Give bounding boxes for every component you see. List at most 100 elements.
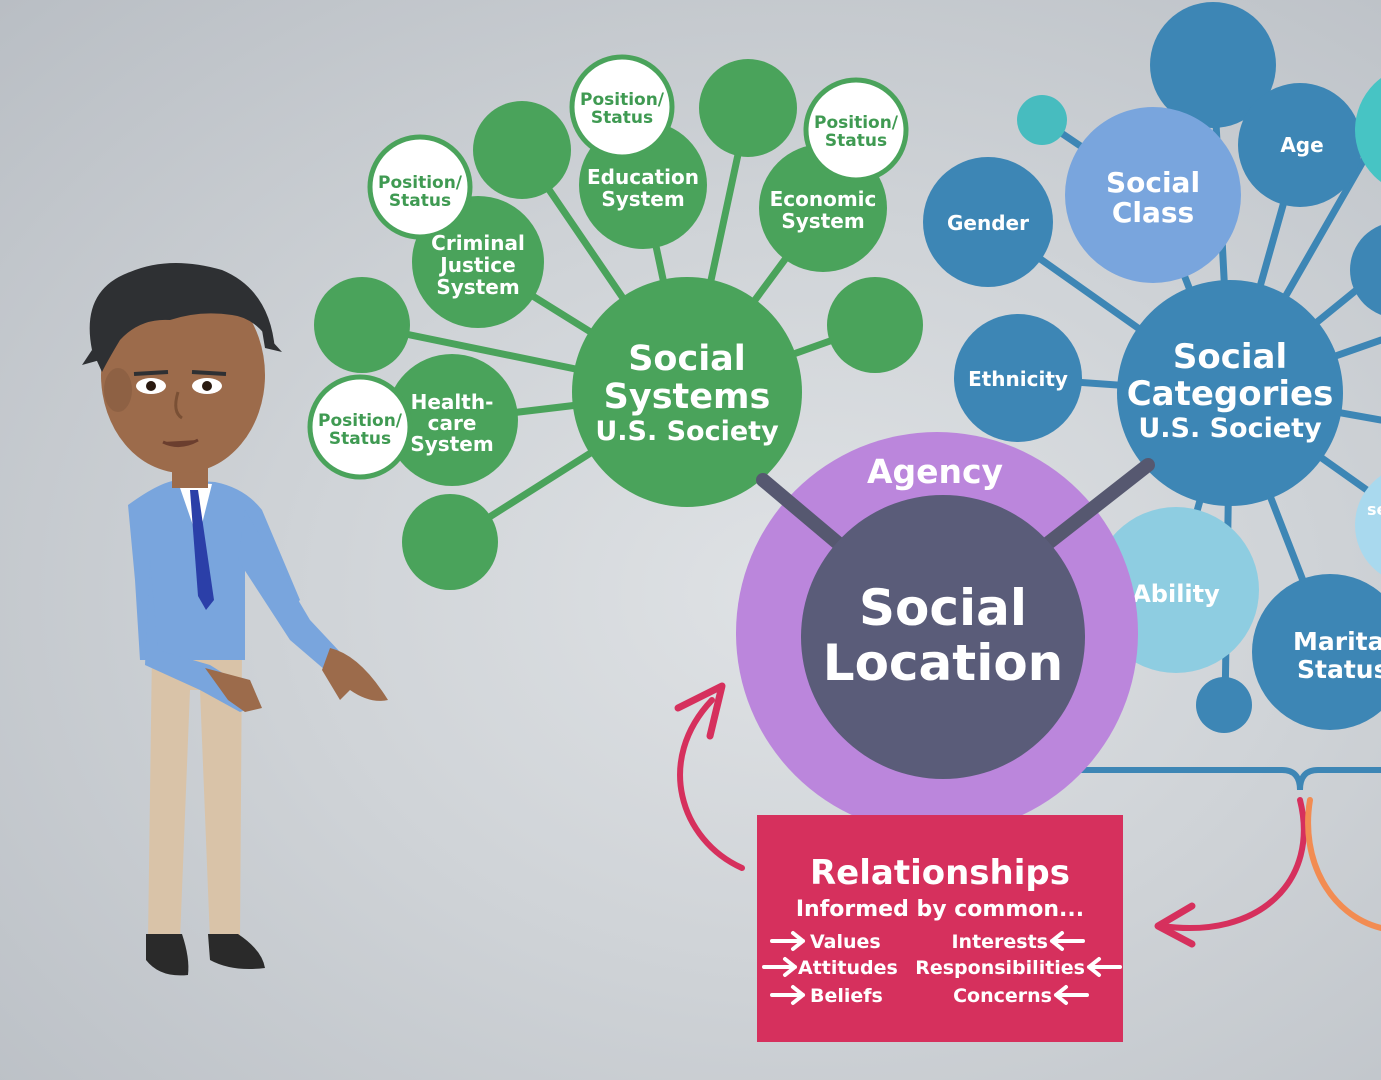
- social-categories-title-1: Social: [1173, 337, 1287, 377]
- jacket: [128, 479, 300, 660]
- social-systems-title-3: U.S. Society: [595, 416, 779, 447]
- green-node-empty-3: [827, 277, 923, 373]
- social-categories-title-3: U.S. Society: [1138, 413, 1322, 444]
- marital-status-label-1: Marita: [1293, 627, 1381, 656]
- social-location-title-2: Location: [823, 634, 1064, 692]
- age-node: [1238, 83, 1362, 207]
- open-hand-icon: [322, 648, 388, 701]
- belief-item: Beliefs: [810, 985, 883, 1007]
- gender-node: [923, 157, 1053, 287]
- ear: [104, 368, 132, 412]
- social-categories-cluster: Age Gender Social Class Ethnicity Social…: [923, 2, 1381, 791]
- trousers: [148, 650, 242, 940]
- left-curved-arrow: [677, 697, 745, 871]
- left-arrowhead-icon: [674, 682, 726, 740]
- left-eyebrow: [133, 370, 169, 376]
- social-categories-hub: [1117, 280, 1343, 506]
- small-teal-node: [1017, 95, 1067, 145]
- position-status-node-2: [569, 54, 675, 160]
- partial-node-label: se: [1367, 500, 1381, 519]
- social-class-label-2: Class: [1112, 196, 1194, 229]
- economic-label-2: System: [781, 209, 864, 233]
- feedback-arrows: [674, 682, 1381, 948]
- position-status-node-4: [307, 374, 413, 480]
- health-care-label-3: System: [410, 432, 493, 456]
- teal-node: [1355, 78, 1381, 182]
- left-pupil: [146, 381, 156, 391]
- position-status-node-3: [803, 77, 909, 183]
- right-curved-arrow: [1159, 797, 1307, 931]
- arrow-right-icon: [762, 957, 797, 977]
- green-node-empty-4: [314, 277, 410, 373]
- green-node-empty-1: [473, 101, 571, 199]
- categories-connector: [1035, 458, 1155, 555]
- right-eyebrow: [191, 370, 227, 376]
- mouth: [162, 438, 199, 447]
- top-category-node: [1150, 2, 1276, 128]
- right-edge-node: [1350, 225, 1381, 315]
- social-categories-title-2: Categories: [1127, 374, 1334, 414]
- social-systems-title-1: Social: [628, 339, 746, 379]
- value-item: Values: [810, 931, 881, 953]
- position-label-2b: Status: [591, 108, 653, 128]
- green-node-empty-5: [402, 494, 498, 590]
- criminal-justice-label-2: Justice: [438, 253, 515, 277]
- position-label-1b: Status: [389, 191, 451, 211]
- narrator-character: [82, 262, 388, 976]
- hair: [89, 262, 275, 372]
- agency-label: Agency: [867, 452, 1003, 491]
- position-label-4a: Position/: [318, 411, 403, 431]
- concern-item: Concerns: [953, 985, 1052, 1007]
- hair-tuft-right: [262, 330, 282, 352]
- extended-arm: [238, 510, 340, 670]
- health-care-label-2: care: [428, 411, 477, 435]
- education-label-2: System: [601, 187, 684, 211]
- social-systems-title-2: Systems: [604, 377, 771, 417]
- health-care-node: [386, 354, 518, 486]
- social-systems-hub: [572, 277, 802, 507]
- partial-light-node: [1355, 475, 1381, 575]
- left-shoe-icon: [146, 934, 189, 976]
- position-label-3a: Position/: [814, 113, 899, 133]
- face: [101, 277, 265, 473]
- lower-arm: [145, 560, 260, 712]
- arrow-right-icon: [770, 931, 805, 951]
- right-arrowhead-icon: [1154, 902, 1196, 948]
- social-location-group: Agency Social Location: [736, 432, 1155, 834]
- arrow-right-icon: [770, 985, 805, 1005]
- social-location-title-1: Social: [859, 579, 1027, 637]
- education-label-1: Education: [587, 165, 699, 189]
- position-label-4b: Status: [329, 429, 391, 449]
- ethnicity-node: [954, 314, 1082, 442]
- social-location-core: [801, 495, 1085, 779]
- tie: [190, 490, 214, 610]
- arrow-left-icon: [1054, 985, 1089, 1005]
- ability-label: Ability: [1132, 580, 1220, 608]
- social-class-label-1: Social: [1106, 166, 1200, 199]
- position-label-2a: Position/: [580, 90, 665, 110]
- nose: [174, 391, 183, 420]
- lower-hand-icon: [205, 668, 262, 712]
- small-blue-node: [1196, 677, 1252, 733]
- relationships-box: Relationships Informed by common... Valu…: [757, 815, 1123, 1042]
- relationships-panel: [757, 815, 1123, 1042]
- ethnicity-label: Ethnicity: [968, 367, 1068, 391]
- position-status-node-1: [367, 134, 473, 240]
- relationships-title: Relationships: [810, 853, 1070, 893]
- attitude-item: Attitudes: [798, 957, 898, 979]
- gender-label: Gender: [947, 211, 1029, 235]
- social-class-node: [1065, 107, 1241, 283]
- marital-status-label-2: Status: [1297, 655, 1381, 684]
- marital-status-node: [1252, 574, 1381, 730]
- right-shoe-icon: [208, 934, 265, 969]
- arrow-left-icon: [1050, 931, 1085, 951]
- hair-tuft-left: [82, 350, 100, 365]
- green-node-empty-2: [699, 59, 797, 157]
- position-label-1a: Position/: [378, 173, 463, 193]
- economic-label-1: Economic: [770, 187, 877, 211]
- social-systems-cluster: Position/ Status Position/ Status Positi…: [307, 54, 923, 590]
- interest-item: Interests: [951, 931, 1048, 953]
- relationships-subtitle: Informed by common...: [796, 897, 1084, 922]
- criminal-justice-label-1: Criminal: [431, 231, 525, 255]
